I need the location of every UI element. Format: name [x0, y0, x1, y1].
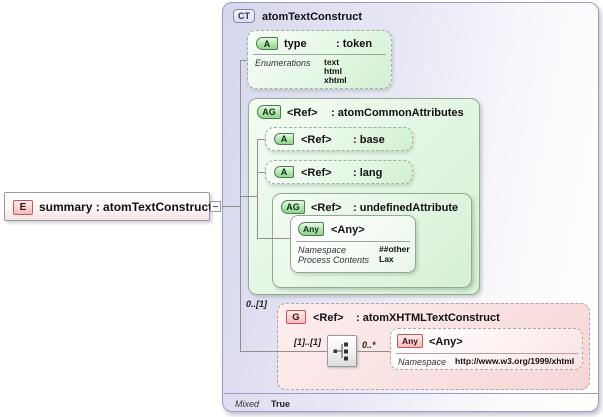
any-attribute-box[interactable]: Any <Any> Namespace ##other Process Cont…	[290, 215, 416, 273]
namespace-value: ##other	[379, 244, 410, 254]
element-label: summary : atomTextConstruct	[39, 200, 213, 214]
group-type: : atomXHTMLTextConstruct	[356, 312, 500, 324]
mixed-value: True	[271, 399, 291, 409]
any-occurrence-label: 0..*	[362, 340, 376, 350]
box-divider	[296, 241, 410, 242]
attribute-box-type[interactable]: A type : token Enumerations text html xh…	[247, 30, 392, 89]
complextype-title: atomTextConstruct	[262, 11, 363, 23]
compositor-occurrence-label: [1]..[1]	[294, 337, 321, 347]
connector-line	[357, 351, 390, 352]
connector-line	[258, 139, 265, 140]
attribute-type: : token	[336, 38, 373, 50]
process-contents-value: Lax	[379, 254, 394, 264]
element-badge: E	[13, 200, 33, 215]
connector-line	[241, 196, 257, 197]
attribute-type: : base	[353, 134, 385, 146]
namespace-label: Namespace	[398, 357, 447, 367]
collapse-handle-icon[interactable]	[210, 201, 221, 212]
sequence-dots-glyph	[333, 342, 348, 361]
attributegroup-type: : atomCommonAttributes	[331, 107, 464, 119]
attribute-badge: A	[256, 37, 278, 50]
enum-value: html	[324, 66, 342, 76]
footer-divider	[224, 393, 598, 394]
any-badge: Any	[397, 334, 423, 348]
namespace-label: Namespace	[298, 245, 347, 255]
any-badge: Any	[298, 222, 324, 236]
connector-branch	[257, 139, 258, 239]
box-divider	[396, 353, 578, 354]
attribute-type: : lang	[353, 167, 383, 179]
group-name: <Ref>	[313, 312, 344, 324]
attribute-name: <Ref>	[301, 167, 332, 179]
connector-line	[258, 172, 265, 173]
element-box-summary[interactable]: E summary : atomTextConstruct	[4, 192, 213, 221]
mixed-label: Mixed	[235, 399, 260, 409]
complextype-badge: CT	[233, 9, 255, 23]
connector-line	[241, 351, 327, 352]
enum-value: text	[324, 57, 340, 67]
attribute-name: <Ref>	[301, 134, 332, 146]
attributegroup-name: <Ref>	[287, 107, 318, 119]
namespace-value: http://www.w3.org/1999/xhtml	[455, 356, 575, 366]
attribute-name: type	[284, 38, 307, 50]
minus-glyph	[213, 206, 218, 207]
any-element-box[interactable]: Any <Any> Namespace http://www.w3.org/19…	[390, 328, 583, 370]
attribute-box-base[interactable]: A <Ref> : base	[265, 127, 413, 151]
connector-trunk	[240, 60, 241, 352]
connector-line	[222, 206, 240, 207]
occurrence-label: 0..[1]	[246, 299, 268, 309]
connector-line	[258, 238, 290, 239]
any-name: <Any>	[331, 224, 365, 236]
sequence-compositor-icon[interactable]	[327, 335, 357, 367]
attribute-badge: A	[274, 133, 294, 145]
process-contents-label: Process Contents	[298, 255, 370, 265]
attribute-box-lang[interactable]: A <Ref> : lang	[265, 160, 413, 184]
attributegroup-type: : undefinedAttribute	[353, 202, 459, 214]
enum-value: xhtml	[324, 75, 347, 85]
attributegroup-badge: AG	[281, 200, 305, 214]
enumerations-label: Enumerations	[255, 58, 311, 68]
box-divider	[253, 54, 386, 55]
attributegroup-name: <Ref>	[311, 202, 342, 214]
group-badge: G	[286, 310, 306, 324]
connector-line	[240, 60, 247, 61]
attribute-badge: A	[274, 166, 294, 178]
attributegroup-badge: AG	[257, 105, 281, 119]
any-name: <Any>	[429, 336, 463, 348]
